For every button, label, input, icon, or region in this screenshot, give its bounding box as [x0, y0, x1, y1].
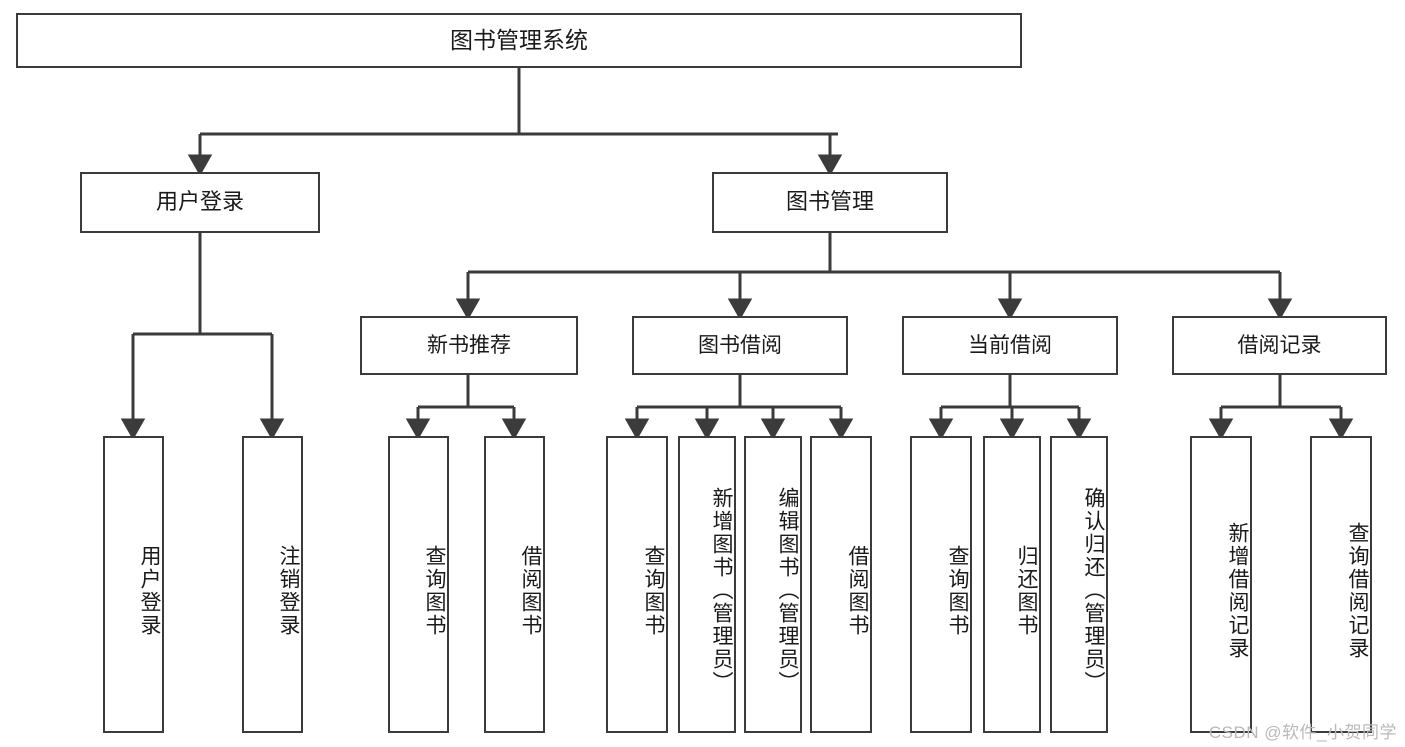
- node-leaf-return-book[interactable]: 归还图书: [983, 436, 1041, 733]
- node-leaf-borrow-book-2-label: 借阅图书: [846, 544, 869, 637]
- node-book-borrow[interactable]: 图书借阅: [632, 316, 848, 375]
- node-book-manage[interactable]: 图书管理: [712, 172, 948, 233]
- node-leaf-add-book[interactable]: 新增图书（管理员）: [678, 436, 736, 733]
- node-leaf-query-book-1[interactable]: 查询图书: [388, 436, 449, 733]
- node-leaf-borrow-book-1[interactable]: 借阅图书: [484, 436, 545, 733]
- node-leaf-borrow-book-2[interactable]: 借阅图书: [810, 436, 872, 733]
- node-leaf-query-record[interactable]: 查询借阅记录: [1310, 436, 1372, 733]
- node-leaf-query-book-3[interactable]: 查询图书: [910, 436, 972, 733]
- node-leaf-add-record-label: 新增借阅记录: [1226, 521, 1249, 660]
- node-borrow-record-label: 借阅记录: [1237, 333, 1322, 357]
- node-new-book-recommend[interactable]: 新书推荐: [360, 316, 578, 375]
- node-current-borrow-label: 当前借阅: [968, 333, 1052, 357]
- node-new-book-recommend-label: 新书推荐: [427, 333, 511, 357]
- node-leaf-return-book-label: 归还图书: [1015, 544, 1038, 637]
- node-leaf-add-book-label: 新增图书（管理员）: [710, 487, 733, 694]
- node-borrow-record[interactable]: 借阅记录: [1172, 316, 1387, 375]
- node-current-borrow[interactable]: 当前借阅: [902, 316, 1118, 375]
- node-root-label: 图书管理系统: [450, 27, 588, 54]
- node-leaf-query-book-2-label: 查询图书: [642, 544, 665, 637]
- node-leaf-query-book-3-label: 查询图书: [946, 544, 969, 637]
- node-leaf-edit-book[interactable]: 编辑图书（管理员）: [744, 436, 802, 733]
- node-leaf-user-login[interactable]: 用户登录: [103, 436, 164, 733]
- node-book-manage-label: 图书管理: [785, 189, 874, 215]
- node-book-borrow-label: 图书借阅: [698, 333, 782, 357]
- node-leaf-logout-label: 注销登录: [277, 544, 300, 637]
- node-leaf-borrow-book-1-label: 借阅图书: [519, 544, 542, 637]
- node-leaf-add-record[interactable]: 新增借阅记录: [1190, 436, 1252, 733]
- node-leaf-logout[interactable]: 注销登录: [242, 436, 303, 733]
- node-leaf-user-login-label: 用户登录: [138, 544, 161, 637]
- node-leaf-edit-book-label: 编辑图书（管理员）: [776, 487, 799, 694]
- node-root[interactable]: 图书管理系统: [16, 13, 1022, 68]
- node-leaf-confirm-return[interactable]: 确认归还（管理员）: [1050, 436, 1108, 733]
- node-leaf-query-book-2[interactable]: 查询图书: [606, 436, 668, 733]
- node-user-login-label: 用户登录: [155, 189, 244, 215]
- node-leaf-query-record-label: 查询借阅记录: [1346, 521, 1369, 660]
- node-leaf-query-book-1-label: 查询图书: [423, 544, 446, 637]
- node-leaf-confirm-return-label: 确认归还（管理员）: [1082, 487, 1105, 694]
- csdn-watermark: CSDN @软件_小贺同学: [1208, 723, 1397, 742]
- node-user-login[interactable]: 用户登录: [80, 172, 320, 233]
